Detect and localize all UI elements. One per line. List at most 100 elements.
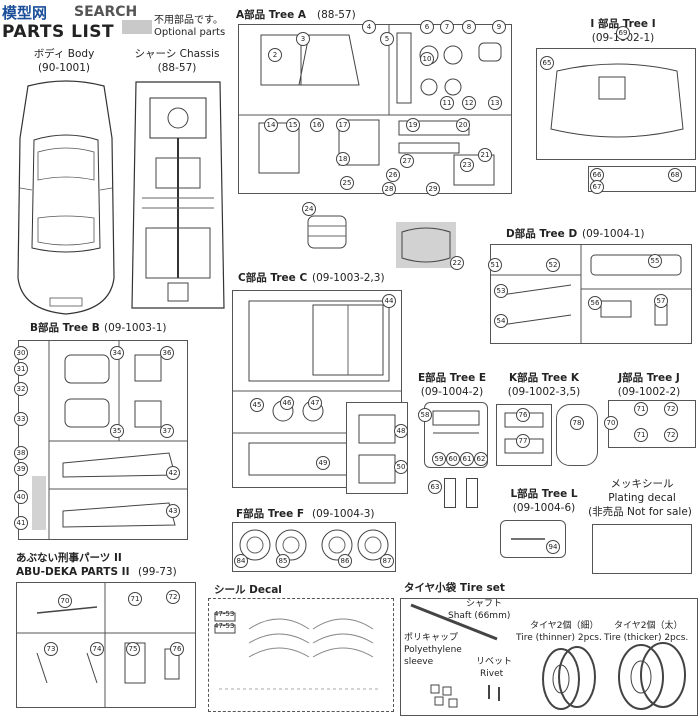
part-number: 3: [296, 32, 310, 46]
part-number: 11: [440, 96, 454, 110]
part-number: 37: [160, 424, 174, 438]
part-number: 71: [634, 402, 648, 416]
part-number: 31: [14, 362, 28, 376]
tree-e-title: E部品 Tree E: [417, 372, 487, 384]
polycap-label-jp: ポリキャップ: [404, 633, 459, 643]
chassis-drawing: [128, 78, 228, 316]
parts-list-title: PARTS LIST: [2, 22, 115, 42]
tree-l-code: (09-1004-6): [512, 502, 576, 514]
part-number: 28: [382, 182, 396, 196]
tree-a-title: A部品 Tree A: [236, 9, 306, 21]
tree-d-code: (09-1004-1): [582, 228, 645, 240]
tree-k-title: K部品 Tree K: [508, 372, 579, 384]
part-63-drawing: [444, 478, 456, 508]
part-number: 43: [166, 504, 180, 518]
part-number: 46: [280, 396, 294, 410]
plating-decal-title-en: Plating decal: [608, 492, 676, 504]
part-number: 20: [456, 118, 470, 132]
tree-j-title: J部品 Tree J: [618, 372, 680, 384]
part-number: 75: [126, 642, 140, 656]
part-number: 24: [302, 202, 316, 216]
decal-sheet: [208, 598, 394, 712]
part-40-optional: [32, 476, 46, 530]
tree-c-side-frame: [346, 402, 408, 494]
decal-plate-b: 47-53: [214, 622, 235, 630]
polycap-label-en1: Polyethylene: [404, 645, 462, 655]
tree-a-code: (88-57): [317, 9, 356, 21]
part-number: 44: [382, 294, 396, 308]
part-number: 18: [336, 152, 350, 166]
tire-thin-label-jp: タイヤ2個（細）: [530, 621, 599, 631]
part-number: 29: [426, 182, 440, 196]
part-number: 13: [488, 96, 502, 110]
shaft-label-jp: シャフト: [466, 599, 503, 609]
part-number: 2: [268, 48, 282, 62]
chassis-title: シャーシ Chassis: [134, 48, 220, 60]
part-number: 35: [110, 424, 124, 438]
part-number: 68: [668, 168, 682, 182]
tire-thick-label-en: Tire (thicker) 2pcs.: [604, 633, 689, 643]
part-number: 17: [336, 118, 350, 132]
part-number: 71: [128, 592, 142, 606]
legend-jp: 不用部品です。: [154, 15, 223, 26]
tree-k-side-frame: [556, 404, 598, 466]
tree-l-frame: [500, 520, 566, 558]
part-number: 54: [494, 314, 508, 328]
part-number: 5: [380, 32, 394, 46]
tire-thick-label-jp: タイヤ2個（太）: [614, 621, 683, 631]
part-number: 72: [166, 590, 180, 604]
tree-j-code: (09-1002-2): [617, 386, 681, 398]
optional-parts-swatch: [122, 20, 152, 34]
part-number: 76: [170, 642, 184, 656]
part-number: 87: [380, 554, 394, 568]
part-number: 65: [540, 56, 554, 70]
watermark-search: SEARCH: [74, 4, 138, 20]
part-number: 39: [14, 462, 28, 476]
tree-i-title: I 部品 Tree I: [590, 18, 656, 30]
tree-l-title: L部品 Tree L: [510, 488, 578, 500]
part-number: 26: [386, 168, 400, 182]
part-number: 86: [338, 554, 352, 568]
part-number: 50: [394, 460, 408, 474]
part-24-drawing: [304, 212, 350, 252]
watermark-logo: 模型网: [2, 4, 48, 22]
body-shell-drawing: [14, 78, 118, 316]
part-number: 69: [616, 26, 630, 40]
tree-c-title: C部品 Tree C: [238, 272, 308, 284]
tree-e-code: (09-1004-2): [420, 386, 484, 398]
part-number: 67: [590, 180, 604, 194]
decal-plate-a: 47-53: [214, 610, 235, 618]
part-number: 25: [340, 176, 354, 190]
tire-thin-label-en: Tire (thinner) 2pcs.: [516, 633, 602, 643]
part-number: 32: [14, 382, 28, 396]
part-number: 40: [14, 490, 28, 504]
part-number: 16: [310, 118, 324, 132]
part-number: 63: [428, 480, 442, 494]
plating-decal-note: (非売品 Not for sale): [588, 506, 692, 518]
part-number: 78: [570, 416, 584, 430]
tree-c-code: (09-1003-2,3): [312, 272, 385, 284]
rivet-label-jp: リベット: [476, 657, 513, 667]
part-number: 22: [450, 256, 464, 270]
part-number: 47: [308, 396, 322, 410]
part-number: 59: [432, 452, 446, 466]
part-63b-drawing: [466, 478, 478, 508]
part-number: 14: [264, 118, 278, 132]
tree-b-title: B部品 Tree B: [30, 322, 100, 334]
tree-i-frame: [536, 48, 696, 160]
part-number: 74: [90, 642, 104, 656]
plating-decal-box: [592, 524, 692, 574]
part-number: 27: [400, 154, 414, 168]
part-number: 94: [546, 540, 560, 554]
part-number: 72: [664, 402, 678, 416]
polycap-label-en2: sleeve: [404, 657, 434, 667]
part-number: 6: [420, 20, 434, 34]
part-number: 33: [14, 412, 28, 426]
part-number: 53: [494, 284, 508, 298]
part-number: 70: [58, 594, 72, 608]
part-number: 76: [516, 408, 530, 422]
abudeka-code: (99-73): [138, 566, 177, 578]
part-number: 7: [440, 20, 454, 34]
part-number: 57: [654, 294, 668, 308]
rivet-label-en: Rivet: [480, 669, 504, 679]
